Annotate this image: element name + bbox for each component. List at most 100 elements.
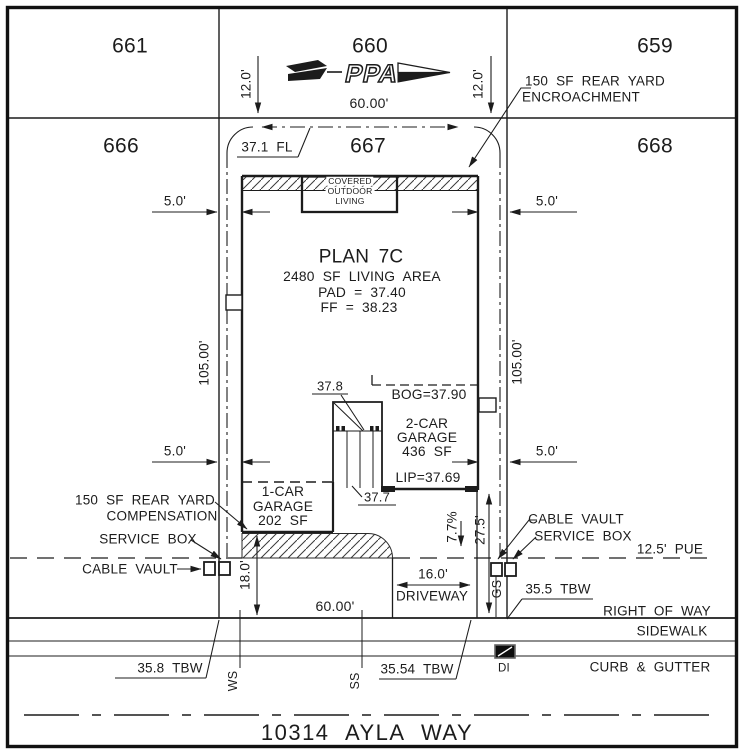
service-box-right-label: SERVICE BOX bbox=[534, 528, 632, 544]
garage-1car-lines bbox=[242, 481, 335, 534]
lot-lines bbox=[9, 9, 735, 618]
garage1-line1: 1-CAR bbox=[261, 484, 305, 500]
cable-vault-left-label: CABLE VAULT bbox=[82, 561, 178, 577]
pad-elevation: PAD = 37.40 bbox=[318, 285, 406, 301]
rear-tie-dimension-arrows bbox=[254, 56, 495, 114]
plan-name: PLAN 7C bbox=[318, 246, 404, 268]
sidewalk-label: SIDEWALK bbox=[636, 623, 708, 639]
street-lines bbox=[9, 617, 735, 716]
lot-number-660: 660 bbox=[352, 34, 388, 58]
stair-bottom-leader bbox=[351, 485, 396, 506]
service-box-left-leader bbox=[190, 539, 222, 560]
garage-2car-lines bbox=[371, 375, 478, 492]
dim-rear-tie-right: 12.0' bbox=[470, 69, 486, 99]
garage2-lip: LIP=37.69 bbox=[395, 470, 461, 486]
lot-number-666: 666 bbox=[103, 134, 139, 158]
compensation-note-line1: 150 SF REAR YARD bbox=[75, 492, 215, 508]
garage-door-jamb-right bbox=[465, 486, 478, 492]
tbw-right-leader bbox=[506, 598, 593, 620]
curb-gutter-label: CURB & GUTTER bbox=[589, 659, 711, 675]
stair-top-leader bbox=[312, 393, 365, 431]
covered-line2: OUTDOOR bbox=[325, 185, 375, 196]
drain-inlet bbox=[494, 644, 516, 659]
logo-text: PPA bbox=[343, 60, 401, 88]
dim-depth-left: 105.00' bbox=[196, 340, 212, 386]
covered-line1: COVERED bbox=[326, 175, 374, 186]
driveway-label: DRIVEWAY bbox=[395, 588, 469, 604]
cable-vault-right-label: CABLE VAULT bbox=[528, 511, 624, 527]
cable-vault-box-left bbox=[203, 561, 216, 576]
encroachment-note-line1: 150 SF REAR YARD bbox=[525, 73, 665, 89]
lot-number-668: 668 bbox=[637, 134, 673, 158]
dim-setback-left-top: 5.0' bbox=[163, 193, 187, 209]
lot-number-661: 661 bbox=[112, 34, 148, 58]
compensation-hatch bbox=[241, 533, 394, 559]
right-of-way-label: RIGHT OF WAY bbox=[603, 603, 711, 619]
pue-label: 12.5' PUE bbox=[636, 541, 704, 557]
lot-number-659: 659 bbox=[637, 34, 673, 58]
garage-door-jamb-left bbox=[381, 486, 395, 492]
service-laterals bbox=[239, 576, 497, 668]
dim-front-width: 60.00' bbox=[315, 598, 355, 614]
service-box-right bbox=[504, 562, 517, 577]
encroachment-leader bbox=[468, 87, 531, 168]
tie-lines bbox=[226, 123, 501, 557]
living-area: 2480 SF LIVING AREA bbox=[283, 269, 441, 285]
lot-number-667: 667 bbox=[350, 134, 386, 158]
sewer-service-label: SS bbox=[347, 672, 362, 690]
ppa-logo: PPA bbox=[286, 59, 451, 89]
street-name: 10314 AYLA WAY bbox=[260, 720, 474, 745]
fl-leader bbox=[237, 127, 311, 158]
dim-setback-right-top: 5.0' bbox=[535, 193, 559, 209]
driveway-edges bbox=[391, 490, 478, 618]
dim-rear-tie-left: 12.0' bbox=[238, 69, 254, 99]
dim-driveway-width: 16.0' bbox=[418, 566, 448, 582]
gas-service-label: GS bbox=[489, 579, 504, 599]
front-dimension-arrows bbox=[253, 493, 493, 616]
ff-elevation: FF = 38.23 bbox=[320, 300, 398, 316]
setback-dimension-arrows bbox=[152, 208, 577, 466]
dim-front-setback: 18.0' bbox=[237, 560, 253, 590]
spot-elevation-377: 37.7 bbox=[363, 489, 391, 505]
compensation-leader bbox=[214, 501, 248, 530]
stairs bbox=[332, 401, 383, 489]
garage2-line1: 2-CAR bbox=[405, 416, 449, 432]
tbw-center-leader bbox=[379, 619, 472, 680]
water-service-label: WS bbox=[225, 670, 240, 692]
right-wall-box bbox=[478, 397, 497, 413]
cable-vault-right-leader bbox=[497, 519, 537, 560]
logo-arrowhead-top bbox=[397, 62, 451, 74]
drawing-frame bbox=[5, 5, 739, 749]
logo-fletch-bottom bbox=[288, 68, 327, 81]
service-box-left bbox=[218, 561, 231, 576]
tbw-right: 35.5 TBW bbox=[525, 581, 591, 597]
drain-inlet-label: DI bbox=[498, 662, 510, 675]
spot-elevation-fl: 37.1 FL bbox=[241, 139, 293, 155]
dim-rear-width: 60.00' bbox=[349, 95, 389, 111]
spot-elevation-378: 37.8 bbox=[316, 378, 344, 394]
logo-fletch-top bbox=[286, 60, 327, 72]
dim-setback-right-bottom: 5.0' bbox=[535, 443, 559, 459]
logo-arrowhead-bottom bbox=[397, 72, 451, 83]
covered-line3: LIVING bbox=[333, 195, 367, 206]
garage2-line3: 436 SF bbox=[402, 444, 452, 460]
tbw-center: 35.54 TBW bbox=[380, 661, 454, 677]
tbw-left: 35.8 TBW bbox=[137, 660, 203, 676]
tbw-left-leader bbox=[115, 619, 220, 679]
garage1-line2: GARAGE bbox=[252, 499, 314, 515]
compensation-note-line2: COMPENSATION bbox=[106, 508, 218, 524]
garage1-line3: 202 SF bbox=[258, 513, 308, 529]
dim-depth-right: 105.00' bbox=[509, 339, 525, 385]
encroachment-note-line2: ENCROACHMENT bbox=[522, 89, 640, 105]
dim-driveway-depth: 27.5' bbox=[472, 515, 488, 545]
left-wall-box bbox=[225, 294, 243, 311]
covered-outdoor-living-box bbox=[300, 175, 399, 214]
leaders-and-underlines bbox=[115, 87, 593, 680]
driveway-slope: 7.7% bbox=[444, 511, 460, 543]
garage2-line2: GARAGE bbox=[396, 430, 458, 446]
service-box-right-leader bbox=[512, 536, 537, 560]
dim-setback-left-bottom: 5.0' bbox=[163, 443, 187, 459]
garage2-bog: BOG=37.90 bbox=[391, 387, 467, 403]
